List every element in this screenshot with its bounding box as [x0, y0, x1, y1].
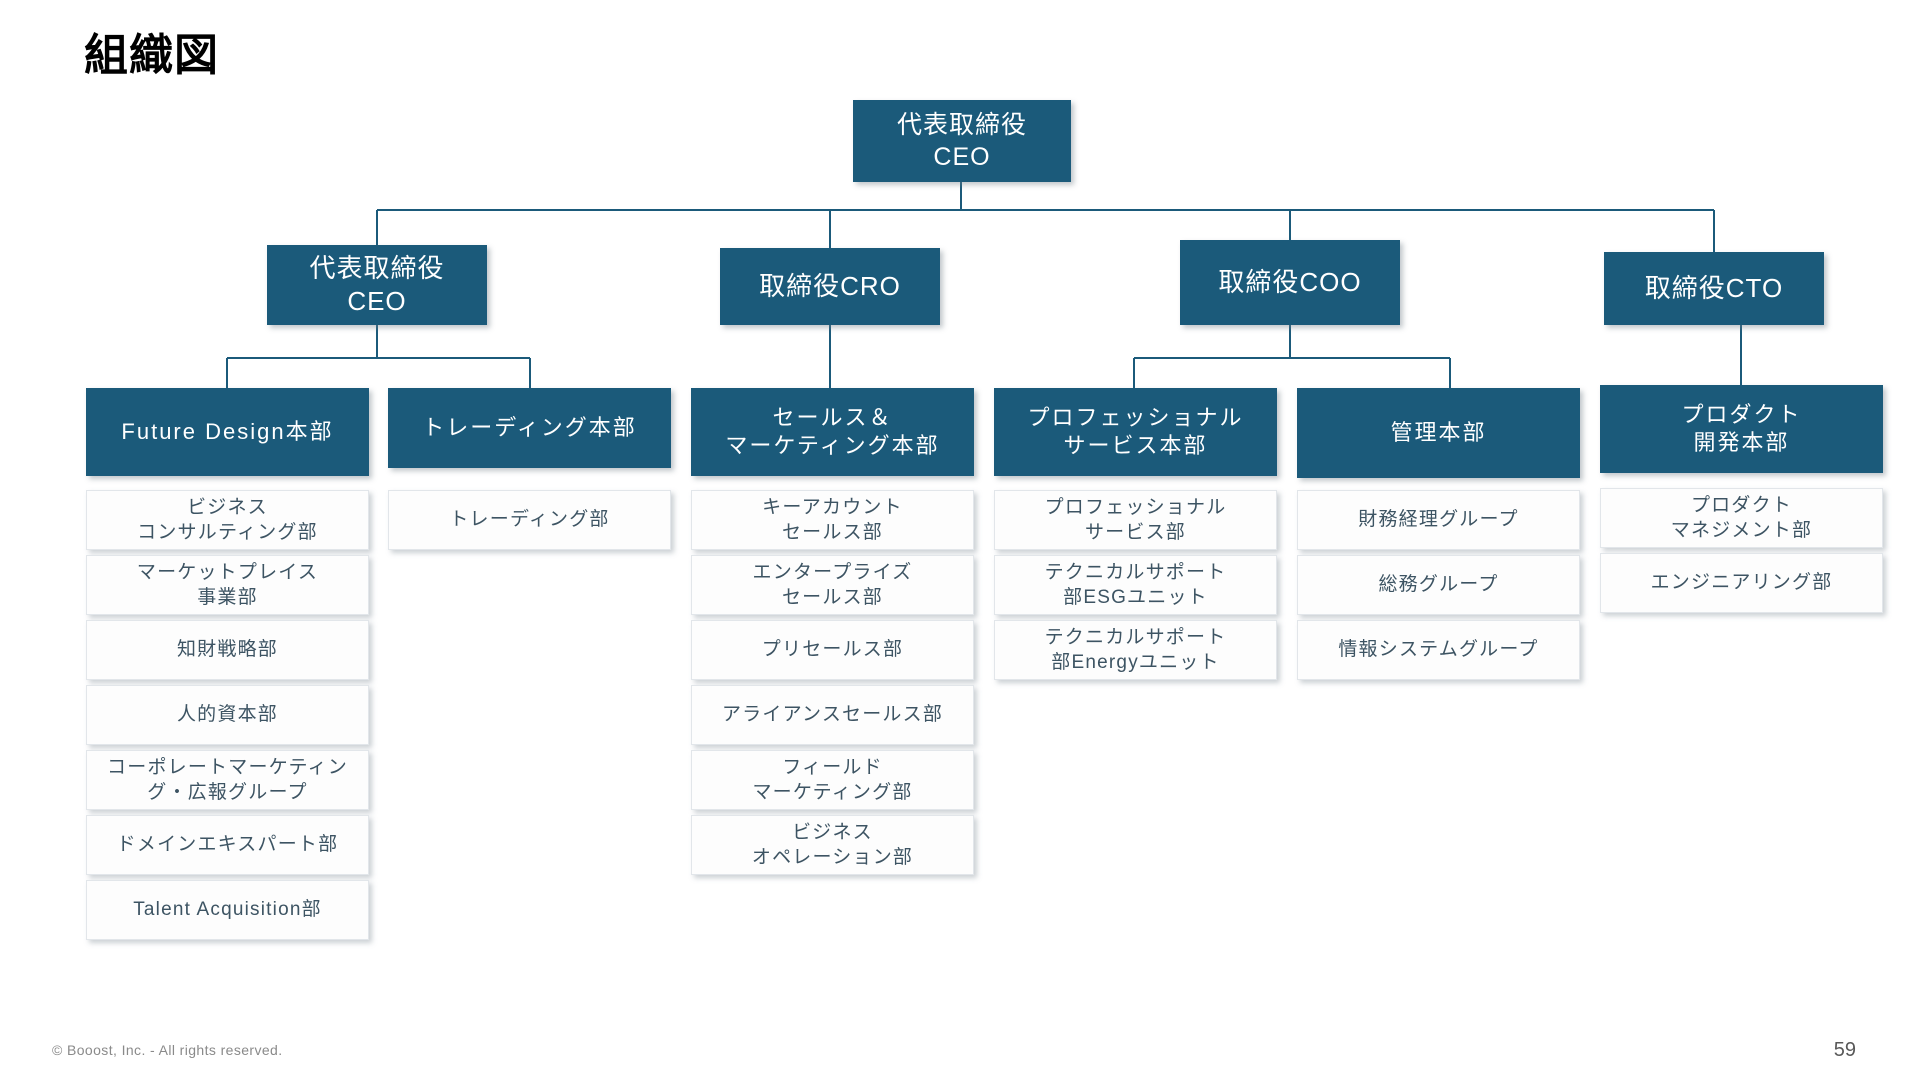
dept-1-0-line1: トレーディング部: [449, 509, 610, 531]
dept-0-6-line1: Talent Acquisition部: [133, 899, 322, 921]
division-5-line1: プロダクト: [1681, 401, 1802, 427]
dept-2-3-line1: アライアンスセールス部: [721, 704, 944, 726]
dept-3-2-line1: テクニカルサポート: [1044, 626, 1227, 648]
exec-0-line1: 代表取締役: [309, 252, 445, 283]
dept-2-0-line1: キーアカウント: [762, 496, 903, 518]
division-4-line1: 管理本部: [1390, 419, 1487, 445]
dept-3-1-line2: 部ESGユニット: [1063, 587, 1208, 608]
dept-0-4-line1: コーポレートマーケティン: [107, 756, 348, 778]
dept-0-0-line2: コンサルティング部: [137, 522, 318, 543]
dept-2-1-line1: エンタープライズ: [752, 561, 913, 583]
dept-box[interactable]: トレーディング部: [388, 490, 671, 550]
division-1-line1: トレーディング本部: [422, 414, 637, 440]
dept-3-0-line1: プロフェッショナル: [1044, 496, 1227, 518]
exec-root-line1: 代表取締役: [896, 111, 1027, 139]
dept-box[interactable]: コーポレートマーケティン グ・広報グループ: [86, 750, 369, 810]
dept-3-0-line2: サービス部: [1084, 522, 1186, 543]
dept-box[interactable]: テクニカルサポート 部Energyユニット: [994, 620, 1277, 680]
dept-box[interactable]: ドメインエキスパート部: [86, 815, 369, 875]
division-5-line2: 開発本部: [1693, 430, 1790, 455]
dept-2-4-line1: フィールド: [782, 756, 883, 778]
dept-box[interactable]: 情報システムグループ: [1297, 620, 1580, 680]
division-3-line1: プロフェッショナル: [1027, 404, 1244, 430]
dept-3-1-line1: テクニカルサポート: [1044, 561, 1227, 583]
exec-box-coo[interactable]: 取締役COO: [1180, 240, 1400, 325]
dept-column-administration: 財務経理グループ 総務グループ 情報システムグループ: [1297, 490, 1580, 680]
dept-box[interactable]: マーケットプレイス 事業部: [86, 555, 369, 615]
dept-box[interactable]: 総務グループ: [1297, 555, 1580, 615]
page-title: 組織図: [84, 31, 219, 80]
dept-0-1-line1: マーケットプレイス: [136, 561, 319, 583]
dept-column-trading: トレーディング部: [388, 490, 671, 550]
dept-box[interactable]: 財務経理グループ: [1297, 490, 1580, 550]
dept-box[interactable]: フィールド マーケティング部: [691, 750, 974, 810]
dept-box[interactable]: プリセールス部: [691, 620, 974, 680]
dept-column-future-design: ビジネス コンサルティング部 マーケットプレイス 事業部 知財戦略部 人的資本部…: [86, 490, 369, 940]
division-2-line2: マーケティング本部: [725, 433, 940, 458]
division-box-sales-marketing[interactable]: セールス＆ マーケティング本部: [691, 388, 974, 476]
dept-2-5-line1: ビジネス: [792, 821, 873, 843]
dept-box[interactable]: プロフェッショナル サービス部: [994, 490, 1277, 550]
dept-box[interactable]: アライアンスセールス部: [691, 685, 974, 745]
dept-2-4-line2: マーケティング部: [752, 782, 913, 803]
dept-column-sales-marketing: キーアカウント セールス部 エンタープライズ セールス部 プリセールス部 アライ…: [691, 490, 974, 875]
dept-box[interactable]: 人的資本部: [86, 685, 369, 745]
dept-0-1-line2: 事業部: [197, 587, 258, 608]
dept-0-4-line2: グ・広報グループ: [147, 782, 308, 803]
dept-2-0-line2: セールス部: [781, 522, 883, 543]
dept-box[interactable]: 知財戦略部: [86, 620, 369, 680]
dept-0-3-line1: 人的資本部: [176, 704, 278, 726]
footer-copyright: © Booost, Inc. - All rights reserved.: [52, 1042, 283, 1058]
exec-root-line2: CEO: [933, 143, 991, 171]
division-2-line1: セールス＆: [772, 404, 893, 430]
dept-5-0-line1: プロダクト: [1690, 494, 1792, 516]
dept-0-2-line1: 知財戦略部: [176, 639, 278, 661]
division-3-line2: サービス本部: [1063, 433, 1208, 458]
dept-box[interactable]: Talent Acquisition部: [86, 880, 369, 940]
dept-4-0-line1: 財務経理グループ: [1358, 509, 1519, 531]
division-box-administration[interactable]: 管理本部: [1297, 388, 1580, 478]
dept-4-2-line1: 情報システムグループ: [1338, 639, 1539, 661]
dept-4-1-line1: 総務グループ: [1378, 574, 1499, 596]
exec-1-line1: 取締役CRO: [759, 270, 901, 301]
exec-2-line1: 取締役COO: [1218, 266, 1362, 297]
dept-2-1-line2: セールス部: [781, 587, 883, 608]
exec-box-cto[interactable]: 取締役CTO: [1604, 252, 1824, 325]
exec-3-line1: 取締役CTO: [1644, 272, 1784, 303]
exec-box-ceo-root[interactable]: 代表取締役 CEO: [853, 100, 1071, 182]
footer-page-number: 59: [1833, 1039, 1856, 1061]
dept-3-2-line2: 部Energyユニット: [1051, 652, 1220, 673]
dept-0-5-line1: ドメインエキスパート部: [116, 834, 339, 856]
dept-box[interactable]: エンジニアリング部: [1600, 553, 1883, 613]
dept-box[interactable]: エンタープライズ セールス部: [691, 555, 974, 615]
exec-box-cro[interactable]: 取締役CRO: [720, 248, 940, 325]
dept-column-product-development: プロダクト マネジメント部 エンジニアリング部: [1600, 488, 1883, 613]
division-box-product-development[interactable]: プロダクト 開発本部: [1600, 385, 1883, 473]
division-0-line1: Future Design本部: [121, 418, 334, 444]
dept-5-0-line2: マネジメント部: [1670, 520, 1813, 541]
dept-box[interactable]: プロダクト マネジメント部: [1600, 488, 1883, 548]
division-box-trading[interactable]: トレーディング本部: [388, 388, 671, 468]
dept-2-2-line1: プリセールス部: [761, 639, 904, 661]
dept-0-0-line1: ビジネス: [187, 496, 268, 518]
dept-box[interactable]: テクニカルサポート 部ESGユニット: [994, 555, 1277, 615]
dept-box[interactable]: ビジネス オペレーション部: [691, 815, 974, 875]
exec-box-ceo[interactable]: 代表取締役 CEO: [267, 245, 487, 325]
division-box-future-design[interactable]: Future Design本部: [86, 388, 369, 476]
division-box-professional-service[interactable]: プロフェッショナル サービス本部: [994, 388, 1277, 476]
dept-box[interactable]: ビジネス コンサルティング部: [86, 490, 369, 550]
dept-2-5-line2: オペレーション部: [751, 847, 914, 868]
dept-5-1-line1: エンジニアリング部: [1650, 572, 1833, 594]
dept-box[interactable]: キーアカウント セールス部: [691, 490, 974, 550]
exec-0-line2: CEO: [347, 286, 407, 316]
dept-column-professional-service: プロフェッショナル サービス部 テクニカルサポート 部ESGユニット テクニカル…: [994, 490, 1277, 680]
